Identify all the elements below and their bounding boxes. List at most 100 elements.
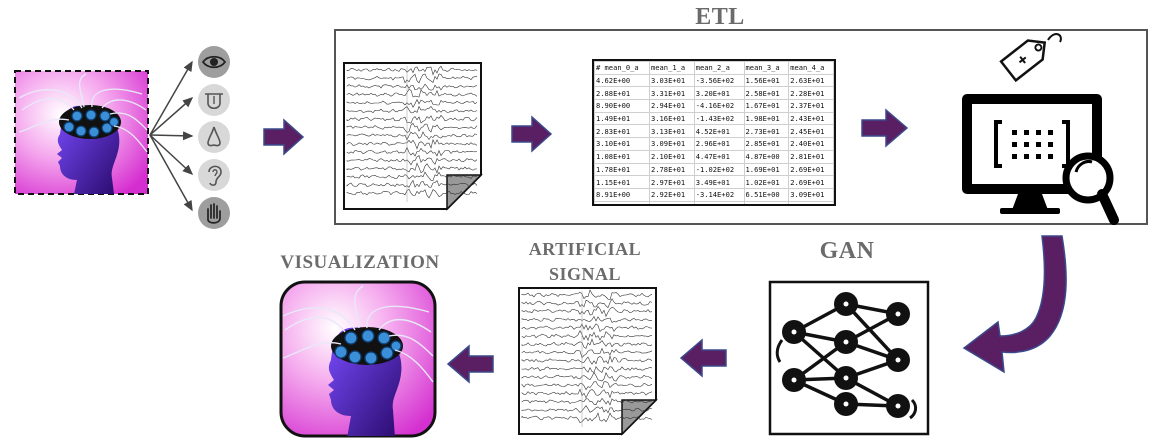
table-cell: 1.69E+01	[743, 162, 790, 177]
table-cell: 3.09E+01	[788, 187, 834, 202]
table-cell: -4.16E+02	[693, 99, 745, 113]
table-cell: 3.10E+01	[594, 137, 650, 151]
eeg-trace	[521, 298, 653, 309]
nose-icon	[198, 121, 230, 153]
arrow-signal-to-visualization	[446, 344, 494, 384]
gan-title: GAN	[819, 238, 875, 264]
table-cell: 2.43E+01	[788, 111, 834, 126]
table-cell: -3.56E+02	[693, 73, 745, 88]
table-cell: -3.14E+02	[693, 187, 745, 202]
table-cell: 2.58E+01	[743, 86, 790, 101]
table-cell: 1.78E+01	[594, 162, 650, 177]
table-cell: 2.78E+01	[648, 162, 695, 177]
eeg-trace	[521, 397, 653, 406]
arrow-eeg-to-table	[511, 115, 553, 153]
eeg-trace	[346, 146, 478, 157]
table-cell: 1.67E+01	[743, 99, 790, 113]
table-cell: 2.81E+01	[788, 149, 834, 164]
eeg-trace	[346, 73, 478, 84]
ear-icon	[198, 159, 230, 191]
sense-fanout-arrows	[149, 60, 194, 212]
table-cell: 4.52E+01	[693, 124, 745, 139]
eeg-trace	[521, 366, 653, 373]
eeg-trace	[521, 371, 653, 382]
table-cell: 6.51E+00	[743, 187, 790, 202]
table-cell: 1.49E+01	[594, 111, 650, 126]
eeg-trace	[346, 89, 478, 98]
analysis-monitor-icon	[962, 33, 1119, 225]
table-cell: 4.62E+00	[594, 73, 650, 88]
table-row: 5.21E+002.84E+011.85E+013.66E+002.26E+01	[594, 200, 834, 204]
eeg-trace	[346, 65, 478, 76]
eeg-trace	[346, 122, 478, 133]
table-cell: 2.45E+01	[788, 124, 834, 139]
eye-icon	[198, 46, 230, 78]
arrow-etl-to-gan-curved	[962, 235, 1067, 374]
table-cell: 2.10E+01	[648, 149, 695, 164]
table-cell: 2.97E+01	[648, 175, 695, 189]
table-cell: -1.43E+02	[693, 111, 745, 126]
arrow-table-to-monitor	[861, 108, 909, 148]
eeg-trace	[346, 171, 478, 181]
table-header-cell: mean_1_a	[648, 61, 695, 75]
table-cell: 3.09E+01	[648, 137, 695, 151]
table-header-cell: mean_2_a	[693, 61, 745, 75]
eeg-trace	[521, 330, 653, 342]
table-cell: 3.31E+01	[648, 86, 695, 101]
table-header-cell: mean_3_a	[743, 61, 790, 75]
eeg-trace	[346, 131, 478, 141]
table-cell: 1.98E+01	[743, 111, 790, 126]
visualization-title: VISUALIZATION	[280, 252, 440, 273]
gan-network-icon	[768, 280, 930, 436]
table-cell: 2.63E+01	[788, 73, 834, 88]
etl-title: ETL	[695, 4, 745, 30]
table-cell: 2.96E+01	[693, 137, 745, 151]
table-cell: 8.91E+00	[594, 187, 650, 202]
eeg-trace	[346, 162, 478, 174]
tongue-icon	[198, 84, 230, 116]
table-cell: 3.03E+01	[648, 73, 695, 88]
table-cell: 2.84E+01	[648, 200, 695, 204]
raw-eeg-document	[343, 62, 483, 211]
hand-icon	[198, 197, 230, 229]
price-tag-icon	[999, 39, 1047, 83]
table-cell: -1.02E+02	[693, 162, 745, 177]
table-cell: 2.94E+01	[648, 99, 695, 113]
arrow-input-to-etl	[263, 118, 305, 156]
table-header-cell: # mean_0_a	[594, 61, 650, 75]
eeg-trace	[521, 289, 653, 301]
eeg-trace	[346, 105, 478, 114]
eeg-trace	[346, 98, 478, 108]
artificial-signal-line2: SIGNAL	[548, 264, 622, 284]
artificial-signal-title: ARTIFICIAL SIGNAL	[500, 237, 670, 287]
eeg-trace	[521, 412, 653, 423]
table-cell: 1.02E+01	[743, 175, 790, 189]
table-cell: 2.69E+01	[788, 175, 834, 189]
table-cell: 2.40E+01	[788, 137, 834, 151]
table-cell: 3.66E+00	[743, 200, 790, 204]
table-cell: 2.88E+01	[594, 86, 650, 101]
eeg-trace	[521, 323, 653, 333]
eeg-trace	[346, 155, 478, 166]
eeg-trace	[346, 179, 478, 188]
table-cell: 4.87E+00	[743, 149, 790, 164]
table-cell: 3.49E+01	[693, 175, 745, 189]
table-cell: 2.26E+01	[788, 200, 834, 204]
eeg-trace	[521, 354, 653, 365]
eeg-trace	[521, 405, 653, 414]
eeg-trace	[346, 83, 478, 91]
table-cell: 8.90E+00	[594, 99, 650, 113]
table-cell: 3.16E+01	[648, 111, 695, 126]
table-cell: 4.47E+01	[693, 149, 745, 164]
table-cell: 2.73E+01	[743, 124, 790, 139]
table-cell: 1.08E+01	[594, 149, 650, 164]
